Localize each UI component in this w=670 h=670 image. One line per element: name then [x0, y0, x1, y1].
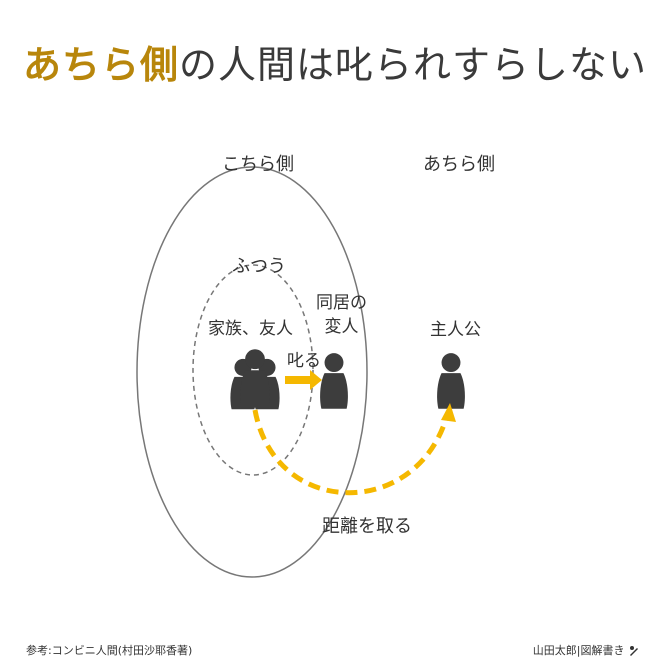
family-figures: [230, 349, 280, 410]
distance-label: 距離を取る: [322, 516, 412, 537]
footer-source: 参考:コンビニ人間(村田沙耶香著): [26, 644, 193, 657]
protagonist-figure: [437, 353, 465, 409]
futsuu-label: ふつう: [232, 256, 286, 277]
achira-label: あちら側: [423, 154, 495, 175]
scold-arrow: [285, 370, 322, 390]
roommate-label-line2: 変人: [324, 317, 359, 337]
family-person-center: [240, 349, 270, 408]
roommate-label-line1: 同居の: [316, 293, 367, 313]
distance-arrowhead: [441, 403, 456, 422]
distance-arrow: [252, 409, 451, 496]
kochira-circle: [136, 166, 368, 578]
family-label: 家族、友人: [208, 319, 293, 339]
futsuu-circle: [192, 264, 314, 476]
title-rest: の人間は叱られすらしない: [179, 43, 648, 87]
footer-credit: 山田太郎|図解書き: [533, 642, 640, 658]
scold-label: 叱る: [287, 351, 321, 371]
protagonist-label: 主人公: [430, 320, 481, 340]
kochira-label: こちら側: [222, 154, 294, 175]
page-title: あちら側の人間は叱られすらしない: [0, 34, 670, 89]
roommate-label: 同居の 変人: [316, 291, 367, 339]
pen-icon: [630, 646, 638, 656]
roommate-figure: [320, 353, 348, 409]
title-highlight: あちら側: [22, 43, 179, 87]
footer-credit-text: 山田太郎|図解書き: [532, 644, 625, 657]
